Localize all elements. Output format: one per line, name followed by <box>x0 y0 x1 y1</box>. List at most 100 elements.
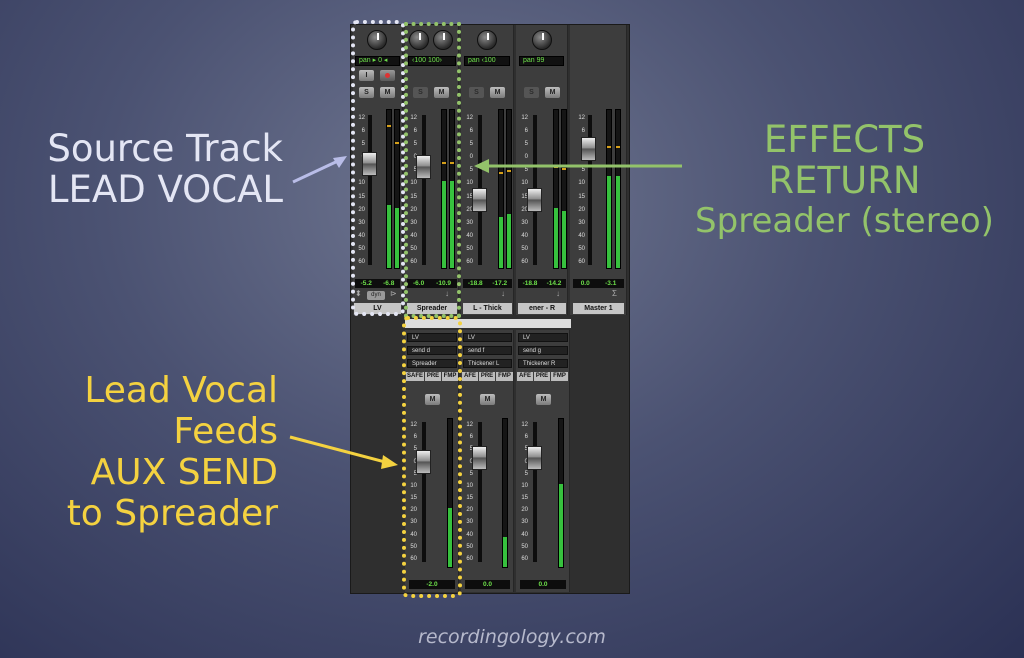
scale-tick-label: 30 <box>410 519 417 526</box>
scale-tick-label: 50 <box>358 245 365 252</box>
mute-button[interactable]: M <box>380 87 395 98</box>
solo-button[interactable]: S <box>413 87 428 98</box>
send-source[interactable]: LV <box>518 333 568 342</box>
pan-readout[interactable]: pan ▸ 0 ◂ <box>355 56 400 66</box>
pan-readout[interactable]: pan 99 <box>519 56 564 66</box>
fmp-button[interactable]: FMP <box>551 372 568 381</box>
volume-fader[interactable] <box>362 152 377 176</box>
pan-knob-icon[interactable] <box>477 30 497 50</box>
send-name[interactable]: send g <box>518 346 568 355</box>
volume-fader[interactable] <box>527 188 542 212</box>
track-name-lv[interactable]: LV <box>354 303 401 314</box>
output-arrow-icon[interactable]: ↓ <box>501 289 505 298</box>
scale-tick-label: 12 <box>578 115 585 121</box>
scale-tick-label: 12 <box>466 115 473 121</box>
scale-tick-label: 10 <box>358 180 365 187</box>
fader-track <box>368 115 372 265</box>
send-mute-button[interactable]: M <box>536 394 551 405</box>
pan-knob-icon[interactable] <box>367 30 387 50</box>
scale-tick-label: 60 <box>410 556 417 562</box>
send-mute-button[interactable]: M <box>425 394 440 405</box>
pan-readout[interactable]: ‹100 100› <box>408 56 456 66</box>
solo-button[interactable]: S <box>524 87 539 98</box>
send-name[interactable]: send f <box>463 346 512 355</box>
scale-tick-label: 15 <box>466 193 473 200</box>
pre-button[interactable]: PRE <box>425 372 441 381</box>
scale-tick-label: 30 <box>466 219 473 226</box>
record-button[interactable] <box>380 70 395 81</box>
scale-tick-label: 6 <box>413 434 417 441</box>
lead-label-line2: Feeds <box>173 411 278 453</box>
safe-button[interactable]: SAFE <box>406 372 424 381</box>
scale-tick-label: 50 <box>466 245 473 252</box>
scale-tick-label: 5 <box>470 446 473 452</box>
send-name[interactable]: send d <box>407 346 457 355</box>
scale-tick-label: 60 <box>521 556 528 562</box>
send-source[interactable]: LV <box>407 333 457 342</box>
level-meter <box>561 109 567 269</box>
mute-button[interactable]: M <box>490 87 505 98</box>
track-name-thickener-l[interactable]: L - Thick <box>463 303 512 314</box>
safe-button[interactable]: AFE <box>517 372 533 381</box>
volume-readout: -18.8-14.2 <box>518 279 566 288</box>
input-button[interactable]: I <box>359 70 374 81</box>
scale-tick-label: 5 <box>581 167 585 174</box>
send-level-readout: 0.0 <box>520 580 566 589</box>
scale-tick-label: 0 <box>414 154 417 160</box>
mute-button[interactable]: M <box>545 87 560 98</box>
mute-button[interactable]: M <box>434 87 449 98</box>
level-meter <box>394 109 400 269</box>
bypass-icon[interactable]: ⊳ <box>390 289 397 298</box>
scale-tick-label: 5 <box>414 471 417 477</box>
insert-dyn[interactable]: dyn <box>367 291 385 300</box>
level-meter <box>449 109 455 269</box>
scale-tick-label: 15 <box>578 193 585 200</box>
scale-tick-label: 40 <box>521 232 528 239</box>
sigma-icon[interactable]: Σ <box>612 289 617 298</box>
scale-tick-label: 10 <box>466 482 473 489</box>
scale-tick-label: 6 <box>413 128 417 135</box>
output-arrow-icon[interactable]: ↓ <box>556 289 560 298</box>
send-mute-button[interactable]: M <box>480 394 495 405</box>
level-meter <box>498 109 504 269</box>
pan-knob-right-icon[interactable] <box>433 30 453 50</box>
scale-tick-label: 12 <box>358 115 365 121</box>
pan-knob-icon[interactable] <box>532 30 552 50</box>
send-destination[interactable]: Spreader <box>407 359 457 368</box>
pan-readout[interactable]: pan ‹100 <box>464 56 510 66</box>
track-name-master[interactable]: Master 1 <box>573 303 624 314</box>
source-arrowhead-icon <box>333 156 347 168</box>
pan-knob-left-icon[interactable] <box>409 30 429 50</box>
safe-button[interactable]: AFE <box>462 372 478 381</box>
scale-tick-label: 5 <box>414 446 417 452</box>
send-level-fader[interactable] <box>416 450 431 474</box>
pre-button[interactable]: PRE <box>534 372 550 381</box>
solo-button[interactable]: S <box>469 87 484 98</box>
send-source[interactable]: LV <box>463 333 512 342</box>
fmp-button[interactable]: FMP <box>496 372 513 381</box>
scale-tick-label: 40 <box>466 232 473 239</box>
track-name-thickener-r[interactable]: ener - R <box>518 303 566 314</box>
volume-fader[interactable] <box>416 155 431 179</box>
send-level-fader[interactable] <box>527 446 542 470</box>
solo-button[interactable]: S <box>359 87 374 98</box>
output-arrow-icon[interactable]: ↓ <box>445 289 449 298</box>
send-destination[interactable]: Thickener R <box>518 359 568 368</box>
scale-tick-label: 30 <box>410 219 417 226</box>
track-name-spreader[interactable]: Spreader <box>407 303 457 314</box>
group-arrow-icon[interactable]: ⬍ <box>355 289 362 298</box>
send-destination[interactable]: Thickener L <box>463 359 512 368</box>
scale-tick-label: 40 <box>578 232 585 239</box>
pre-button[interactable]: PRE <box>479 372 495 381</box>
scale-tick-label: 5 <box>524 141 528 148</box>
scale-tick-label: 12 <box>410 422 417 428</box>
volume-fader[interactable] <box>581 137 596 161</box>
send-level-fader[interactable] <box>472 446 487 470</box>
fmp-button[interactable]: FMP <box>442 372 458 381</box>
volume-fader[interactable] <box>472 188 487 212</box>
scale-tick-label: 60 <box>466 259 473 265</box>
scale-tick-label: 15 <box>521 495 528 502</box>
